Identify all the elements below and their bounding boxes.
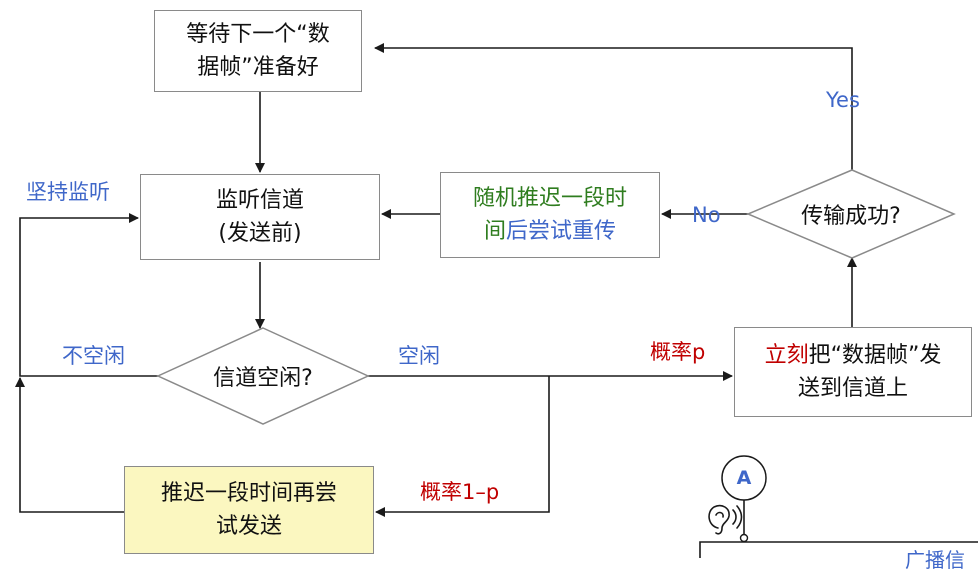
probability-1-p-label: 概率1–p — [420, 480, 500, 504]
send-now-line1: 立刻把“数据帧”发 — [765, 339, 942, 372]
station-a-joint — [739, 533, 749, 543]
wait-next-frame-line1: 等待下一个“数 — [186, 22, 330, 47]
wait-next-frame-box: 等待下一个“数 据帧”准备好 — [154, 10, 362, 92]
no-label: No — [692, 203, 721, 227]
random-backoff-text-a: 随机推迟一段时 — [472, 186, 627, 211]
defer-retry-line2: 试发送 — [215, 514, 282, 539]
idle-label: 空闲 — [398, 344, 440, 368]
random-backoff-box: 随机推迟一段时 间后尝试重传 — [440, 172, 660, 258]
random-backoff-text-b: 间 — [483, 219, 506, 244]
send-now-line2: 送到信道上 — [797, 376, 908, 401]
random-backoff-line1: 随机推迟一段时 — [473, 182, 627, 215]
arrow-busy-to-listen — [19, 213, 158, 377]
random-backoff-text-c: 后尝试重传 — [506, 219, 617, 244]
probability-p-label: 概率p — [650, 340, 706, 364]
success-decision-diamond — [746, 169, 956, 259]
wait-next-frame-line2: 据帧”准备好 — [197, 55, 319, 80]
station-a-circle — [721, 455, 767, 501]
broadcast-bus-outline — [699, 541, 978, 558]
defer-retry-box: 推迟一段时间再尝 试发送 — [124, 466, 374, 554]
ear-icon — [708, 504, 743, 535]
send-now-box: 立刻把“数据帧”发 送到信道上 — [734, 327, 972, 417]
listen-channel-line2: (发送前) — [218, 221, 302, 246]
flowchart-connectors — [15, 43, 978, 558]
station-a-label: A — [736, 467, 752, 489]
idle-decision-diamond — [156, 327, 370, 425]
busy-label: 不空闲 — [62, 344, 125, 368]
keep-listening-label: 坚持监听 — [26, 180, 110, 204]
success-decision-text: 传输成功? — [801, 204, 901, 229]
arrow-defer-to-loop — [15, 377, 124, 513]
send-now-text-immediately: 立刻 — [764, 343, 809, 368]
send-now-text-rest: 把“数据帧”发 — [808, 343, 942, 368]
defer-retry-line1: 推迟一段时间再尝 — [160, 481, 337, 506]
broadcast-bus-caption: 广播信 — [905, 548, 965, 572]
listen-channel-box: 监听信道 (发送前) — [140, 174, 380, 260]
listen-channel-line1: 监听信道 — [215, 188, 304, 213]
arrow-yes-to-wait — [374, 43, 853, 170]
arrow-branch-to-defer — [375, 376, 550, 517]
idle-decision-text: 信道空闲? — [213, 366, 313, 391]
yes-label: Yes — [826, 88, 860, 112]
random-backoff-line2: 间后尝试重传 — [484, 215, 616, 248]
